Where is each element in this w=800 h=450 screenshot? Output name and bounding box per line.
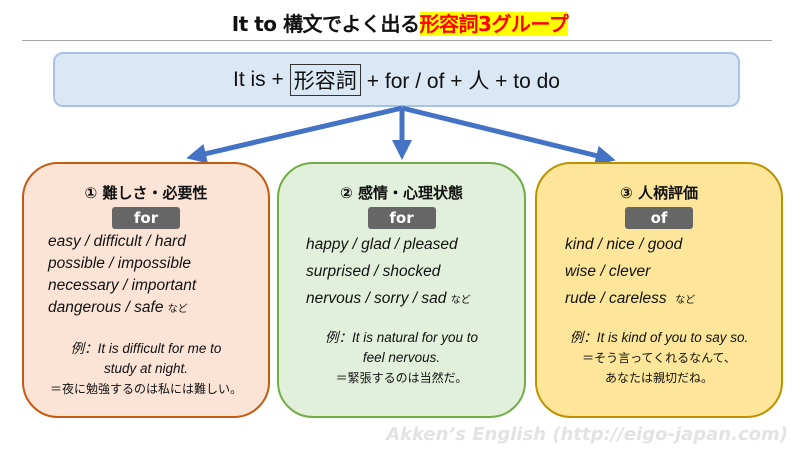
example: 例：It is kind of you to say so. ＝そう言ってくれる… — [537, 328, 781, 388]
word-list: easy / difficult / hard possible / impos… — [24, 231, 268, 321]
example-en: It is difficult for me to — [97, 341, 222, 356]
example: 例：It is natural for you to feel nervous.… — [279, 328, 524, 388]
formula-part2: + for / of + 人 + to do — [366, 69, 560, 93]
arrow-left — [186, 105, 403, 164]
group-card-difficulty: ① 難しさ・必要性 for easy / difficult / hard po… — [22, 162, 270, 418]
formula-part1: It is + — [233, 67, 284, 91]
etc-label: など — [675, 295, 696, 306]
watermark: Akken’s English (http://eigo-japan.com) — [386, 424, 788, 445]
example-label: 例： — [70, 341, 98, 356]
preposition-badge: of — [625, 207, 693, 229]
group-card-emotion: ② 感情・心理状態 for happy / glad / pleased sur… — [277, 162, 526, 418]
preposition-badge: for — [367, 207, 436, 229]
example-ja: ＝夜に勉強するのは私には難しい。 — [49, 382, 242, 396]
example-en: It is natural for you to — [351, 330, 479, 345]
example: 例：It is difficult for me to study at nig… — [24, 339, 268, 399]
word-line: dangerous / safe — [48, 299, 164, 316]
example-en: feel nervous. — [362, 350, 441, 365]
divider — [22, 40, 772, 41]
title-main: It to 構文でよく出る — [231, 12, 420, 36]
example-ja: ＝緊張するのは当然だ。 — [335, 371, 468, 385]
group-title: ② 感情・心理状態 — [340, 184, 463, 202]
formula-adjective: 形容詞 — [289, 63, 361, 96]
example-ja: ＝そう言ってくれるなんて、 — [582, 351, 736, 365]
word-line: happy / glad / pleased — [306, 236, 458, 253]
group-title: ① 難しさ・必要性 — [84, 184, 208, 202]
etc-label: など — [167, 304, 188, 315]
example-en: It is kind of you to say so. — [596, 330, 749, 345]
word-list: happy / glad / pleased surprised / shock… — [279, 231, 524, 314]
word-line: easy / difficult / hard — [48, 233, 186, 250]
title-highlight: 形容詞3グループ — [419, 12, 569, 36]
arrow-right — [401, 105, 616, 166]
example-label: 例： — [324, 330, 352, 345]
group-title: ③ 人柄評価 — [620, 184, 698, 202]
example-label: 例： — [569, 330, 597, 345]
word-line: surprised / shocked — [306, 263, 441, 280]
word-list: kind / nice / good wise / clever rude / … — [537, 231, 781, 314]
word-line: nervous / sorry / sad — [306, 290, 447, 307]
group-card-character: ③ 人柄評価 of kind / nice / good wise / clev… — [535, 162, 783, 418]
example-ja: あなたは親切だね。 — [604, 371, 713, 385]
etc-label: など — [450, 295, 471, 306]
word-line: wise / clever — [565, 263, 651, 280]
word-line: kind / nice / good — [565, 236, 683, 253]
page-title: It to 構文でよく出る形容詞3グループ — [0, 8, 800, 37]
example-en: study at night. — [103, 361, 189, 376]
word-line: possible / impossible — [48, 255, 192, 272]
word-line: necessary / important — [48, 277, 197, 294]
preposition-badge: for — [112, 207, 180, 229]
formula-box: It is + 形容詞 + for / of + 人 + to do — [53, 52, 740, 107]
word-line: rude / careless — [565, 290, 667, 307]
